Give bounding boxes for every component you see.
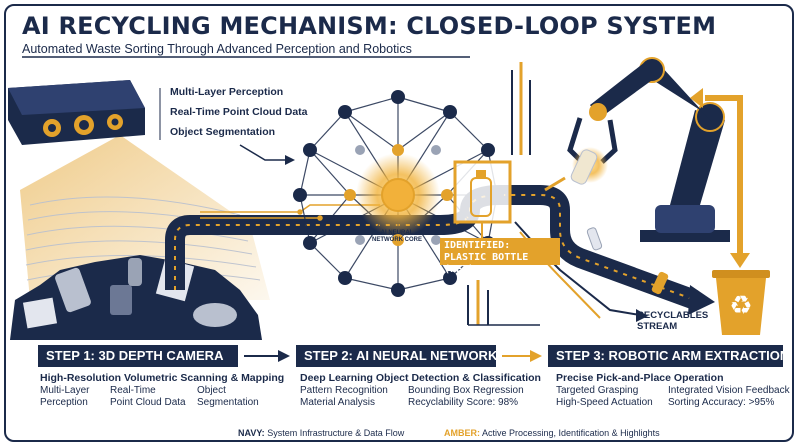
step3-item-2-line2: Sorting Accuracy: >95% xyxy=(668,397,775,408)
waste-pile-icon xyxy=(10,255,262,340)
stream-label-line2: STREAM xyxy=(637,321,678,332)
callout-perception: Multi-Layer Perception xyxy=(170,86,284,98)
step1-item-1-line1: Multi-Layer xyxy=(40,385,90,396)
step1-item-3-line1: Object xyxy=(197,385,226,396)
step3-title: STEP 3: ROBOTIC ARM EXTRACTION xyxy=(548,345,789,367)
callout-pointer xyxy=(159,88,295,165)
legend-amber: AMBER: Active Processing, Identification… xyxy=(444,428,660,438)
diagram-frame xyxy=(4,4,794,442)
core-label: AI NEURAL NETWORK CORE xyxy=(372,230,422,243)
legend-amber-text: Active Processing, Identification & High… xyxy=(482,428,660,438)
plastic-bottle-icon xyxy=(453,160,512,238)
step1-item-2-line1: Real-Time xyxy=(110,385,156,396)
step1-subtitle: High-Resolution Volumetric Scanning & Ma… xyxy=(40,372,285,384)
depth-camera-icon xyxy=(8,80,145,145)
falling-bottle-icons xyxy=(586,227,669,295)
step2-item-1-line1: Pattern Recognition xyxy=(300,385,388,396)
step2-subtitle: Deep Learning Object Detection & Classif… xyxy=(300,372,541,384)
robotic-arm-icon xyxy=(544,57,730,242)
step-arrows xyxy=(244,350,542,362)
signal-bars xyxy=(467,62,540,326)
legend-navy-text: System Infrastructure & Data Flow xyxy=(267,428,405,438)
legend-navy: NAVY: System Infrastructure & Data Flow xyxy=(238,428,404,438)
step2-item-1-line2: Material Analysis xyxy=(300,397,376,408)
step2-item-2-line2: Recyclability Score: 98% xyxy=(408,397,519,408)
recycle-bin-icon: ♻ xyxy=(712,270,770,335)
svg-text:♻: ♻ xyxy=(729,291,752,321)
callout-point-cloud: Real-Time Point Cloud Data xyxy=(170,106,308,118)
step1-item-3-line2: Segmentation xyxy=(197,397,259,408)
legend-navy-key: NAVY: xyxy=(238,428,265,438)
step1-title: STEP 1: 3D DEPTH CAMERA xyxy=(38,345,238,367)
page-title: AI RECYCLING MECHANISM: CLOSED-LOOP SYST… xyxy=(22,12,717,40)
step2-title: STEP 2: AI NEURAL NETWORK xyxy=(296,345,497,367)
return-arrow xyxy=(690,88,750,268)
neural-network-icon xyxy=(293,90,504,297)
page-subtitle: Automated Waste Sorting Through Advanced… xyxy=(22,42,412,56)
identified-label: IDENTIFIED: PLASTIC BOTTLE (PET) xyxy=(440,238,560,275)
legend-amber-key: AMBER: xyxy=(444,428,480,438)
step1-item-1-line2: Perception xyxy=(40,397,88,408)
step3-subtitle: Precise Pick-and-Place Operation xyxy=(556,372,724,384)
step3-item-1-line2: High-Speed Actuation xyxy=(556,397,653,408)
identified-label-line1: IDENTIFIED: xyxy=(444,240,511,251)
step3-item-1-line1: Targeted Grasping xyxy=(556,385,639,396)
callout-segmentation: Object Segmentation xyxy=(170,126,276,138)
circuit-traces xyxy=(200,204,380,221)
identified-label-line2: PLASTIC BOTTLE (PET) xyxy=(444,252,529,275)
stream-label-line1: RECYCLABLES xyxy=(637,310,709,321)
step3-item-2-line1: Integrated Vision Feedback xyxy=(668,385,790,396)
step2-item-2-line1: Bounding Box Regression xyxy=(408,385,524,396)
stream-label: RECYCLABLES STREAM xyxy=(637,310,708,332)
step1-item-2-line2: Point Cloud Data xyxy=(110,397,186,408)
